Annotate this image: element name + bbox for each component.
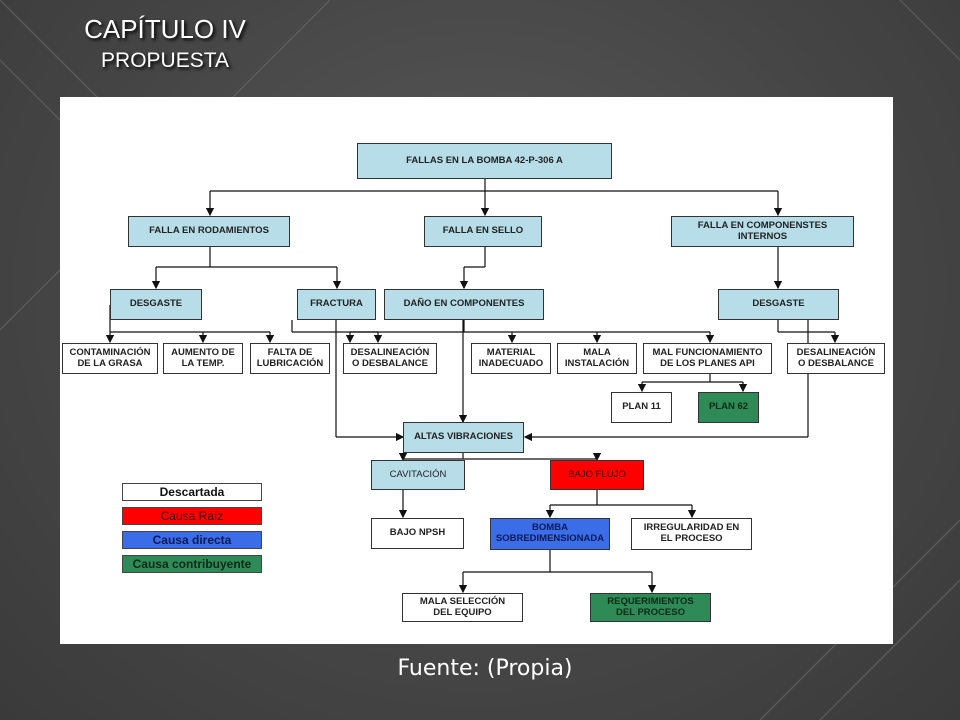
node-mal-funcionamiento-planes: MAL FUNCIONAMIENTO DE LOS PLANES API [643, 343, 772, 374]
node-contaminacion-grasa: CONTAMINACIÓN DE LA GRASA [62, 343, 158, 374]
node-bajo-npsh: BAJO NPSH [371, 518, 464, 549]
node-altas-vibraciones: ALTAS VIBRACIONES [403, 422, 524, 453]
node-material-inadecuado: MATERIAL INADECUADO [471, 343, 551, 374]
legend-causa-contribuyente: Causa contribuyente [122, 555, 262, 573]
legend-descartada: Descartada [122, 483, 262, 501]
node-irregularidad-proceso: IRREGULARIDAD EN EL PROCESO [631, 518, 752, 550]
node-dano-componentes: DAÑO EN COMPONENTES [384, 289, 544, 320]
node-falla-sello: FALLA EN SELLO [424, 216, 542, 247]
legend-causa-directa: Causa directa [122, 531, 262, 549]
node-desalineacion-left: DESALINEACIÓN O DESBALANCE [343, 343, 437, 374]
connector-layer [105, 179, 840, 594]
root-node: FALLAS EN LA BOMBA 42-P-306 A [357, 143, 612, 179]
node-mala-seleccion-equipo: MALA SELECCIÓN DEL EQUIPO [402, 593, 523, 622]
node-bomba-sobredimensionada: BOMBA SOBREDIMENSIONADA [490, 518, 610, 550]
node-fractura: FRACTURA [297, 289, 376, 320]
node-desalineacion-right: DESALINEACIÓN O DESBALANCE [787, 343, 885, 374]
node-desgaste-left: DESGASTE [110, 289, 202, 320]
node-falla-componentes-internos: FALLA EN COMPONENSTES INTERNOS [671, 216, 854, 247]
node-plan-62: PLAN 62 [698, 392, 759, 423]
source-caption: Fuente: (Propia) [397, 656, 573, 681]
node-desgaste-right: DESGASTE [718, 289, 839, 320]
node-mala-instalacion: MALA INSTALACIÓN [557, 343, 637, 374]
chapter-title: CAPÍTULO IV [84, 14, 246, 44]
diagram-canvas: FALLAS EN LA BOMBA 42-P-306 A FALLA EN R… [60, 97, 893, 644]
node-cavitacion: CAVITACIÓN [371, 460, 465, 490]
node-falta-lubricacion: FALTA DE LUBRICACIÓN [250, 343, 330, 374]
node-bajo-flujo: BAJO FLUJO [550, 460, 644, 490]
node-falla-rodamientos: FALLA EN RODAMIENTOS [128, 216, 290, 247]
chapter-subtitle: PROPUESTA [101, 49, 229, 72]
node-requerimientos-proceso: REQUERIMIENTOS DEL PROCESO [590, 593, 711, 622]
node-aumento-temp: AUMENTO DE LA TEMP. [163, 343, 243, 374]
legend-causa-raiz: Causa Raíz [122, 507, 262, 525]
node-plan-11: PLAN 11 [611, 392, 672, 423]
